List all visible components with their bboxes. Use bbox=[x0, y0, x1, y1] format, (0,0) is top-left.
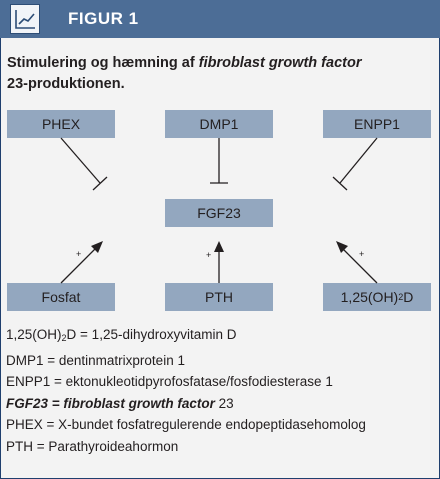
inhibit-bar-phex bbox=[92, 176, 108, 191]
node-fosfat: Fosfat bbox=[7, 283, 115, 311]
node-dmp1: DMP1 bbox=[165, 110, 273, 138]
legend-item-vitamin-d: 1,25(OH)2D = 1,25-dihydroxyvitamin D bbox=[6, 324, 366, 350]
legend-item-fgf23: FGF23 = fibroblast growth factor 23 bbox=[6, 393, 366, 415]
abbreviation-legend: 1,25(OH)2D = 1,25-dihydroxyvitamin D DMP… bbox=[6, 324, 366, 457]
vitamin-d-suffix: D bbox=[403, 289, 414, 305]
legend-vitamin-d-pre: 1,25(OH) bbox=[6, 327, 62, 342]
figure-title: FIGUR 1 bbox=[68, 9, 139, 28]
stim-arrowhead-vitamin-d bbox=[336, 241, 348, 253]
figure-header: FIGUR 1 bbox=[0, 0, 440, 38]
caption-text-1: Stimulering og hæmning af bbox=[7, 55, 199, 71]
stim-arrowhead-pth bbox=[214, 241, 224, 252]
node-fgf23: FGF23 bbox=[165, 199, 273, 227]
line-chart-icon bbox=[10, 4, 40, 34]
legend-item-enpp1: ENPP1 = ektonukleotidpyrofosfatase/fosfo… bbox=[6, 374, 333, 389]
plus-label-vitamin-d: + bbox=[359, 249, 364, 259]
legend-item-pth: PTH = Parathyroideahormon bbox=[6, 438, 179, 454]
legend-vitamin-d-sub: 2 bbox=[61, 333, 67, 343]
stim-line-vitamin-d bbox=[341, 247, 378, 284]
node-pth: PTH bbox=[165, 283, 273, 311]
caption-italic: fibroblast growth factor bbox=[198, 55, 362, 71]
legend-fgf23-post: 23 bbox=[214, 395, 234, 411]
node-phex: PHEX bbox=[7, 110, 115, 138]
inhibit-line-phex bbox=[60, 137, 101, 184]
stim-arrowhead-fosfat bbox=[91, 241, 103, 253]
caption-text-2: 23-produktionen. bbox=[7, 76, 125, 92]
legend-item-dmp1: DMP1 = dentinmatrixprotein 1 bbox=[6, 352, 185, 368]
legend-item-phex: PHEX = X-bundet fosfatregulerende endope… bbox=[6, 417, 366, 432]
plus-label-pth: + bbox=[206, 250, 211, 260]
plus-label-fosfat: + bbox=[76, 249, 81, 259]
node-enpp1: ENPP1 bbox=[323, 110, 431, 138]
figure-caption: Stimulering og hæmning af fibroblast gro… bbox=[7, 53, 427, 95]
vitamin-d-label: 1,25(OH) bbox=[340, 289, 399, 305]
stim-line-fosfat bbox=[60, 245, 99, 284]
legend-vitamin-d-post: D = 1,25-dihydroxyvitamin D bbox=[66, 327, 237, 342]
vitamin-d-subscript: 2 bbox=[398, 292, 404, 302]
legend-fgf23-em: FGF23 = fibroblast growth factor bbox=[6, 395, 215, 411]
inhibit-bar-enpp1 bbox=[332, 176, 348, 191]
inhibit-line-enpp1 bbox=[339, 137, 378, 184]
